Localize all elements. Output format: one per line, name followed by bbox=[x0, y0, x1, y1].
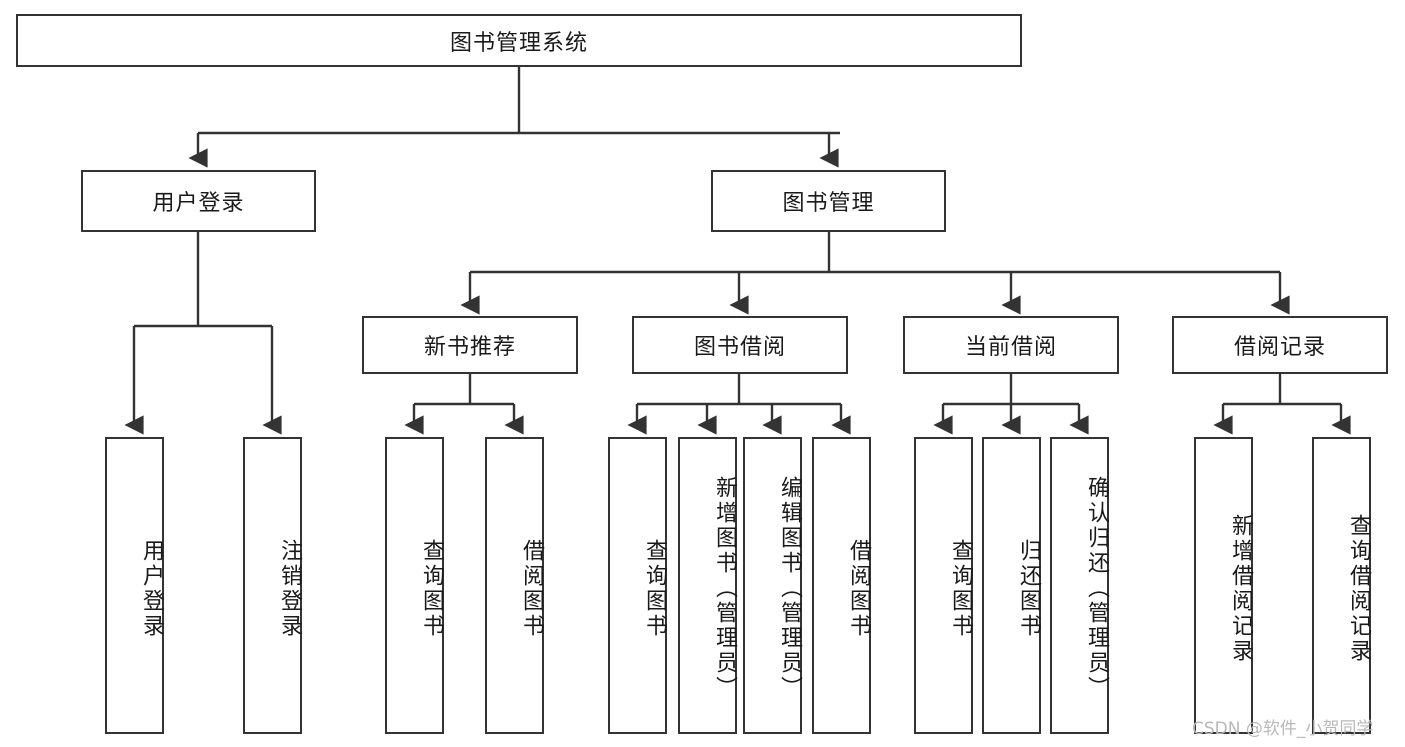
node-leaf-add-record[interactable]: 新增借阅记录 bbox=[1194, 437, 1253, 734]
node-leaf-return-book-label: 归还图书 bbox=[1016, 538, 1041, 639]
node-user-login[interactable]: 用户登录 bbox=[81, 170, 316, 232]
node-borrow-record-label: 借阅记录 bbox=[1233, 335, 1326, 360]
node-borrow-record[interactable]: 借阅记录 bbox=[1172, 316, 1388, 374]
node-root-label: 图书管理系统 bbox=[449, 30, 588, 56]
node-leaf-query-book-3[interactable]: 查询图书 bbox=[914, 437, 973, 734]
node-new-book-recommend-label: 新书推荐 bbox=[423, 335, 516, 360]
node-new-book-recommend[interactable]: 新书推荐 bbox=[362, 316, 578, 374]
node-leaf-query-book-1-label: 查询图书 bbox=[419, 538, 444, 639]
node-leaf-add-book[interactable]: 新增图书（管理员） bbox=[678, 437, 737, 734]
node-leaf-logout-login-label: 注销登录 bbox=[277, 538, 302, 639]
node-leaf-add-book-label: 新增图书（管理员） bbox=[712, 476, 737, 701]
node-current-borrow-label: 当前借阅 bbox=[964, 335, 1057, 360]
node-leaf-confirm-return[interactable]: 确认归还（管理员） bbox=[1050, 437, 1109, 734]
node-leaf-borrow-book-2-label: 借阅图书 bbox=[846, 538, 871, 639]
node-book-borrow[interactable]: 图书借阅 bbox=[632, 316, 848, 374]
node-leaf-edit-book-label: 编辑图书（管理员） bbox=[777, 476, 802, 701]
node-leaf-add-record-label: 新增借阅记录 bbox=[1228, 513, 1253, 664]
node-book-manage-label: 图书管理 bbox=[782, 191, 875, 216]
node-leaf-query-record-label: 查询借阅记录 bbox=[1346, 513, 1371, 664]
node-leaf-query-book-2[interactable]: 查询图书 bbox=[608, 437, 667, 734]
node-leaf-logout-login[interactable]: 注销登录 bbox=[243, 437, 302, 734]
node-leaf-user-login-label: 用户登录 bbox=[139, 538, 164, 639]
node-leaf-query-book-2-label: 查询图书 bbox=[642, 538, 667, 639]
node-leaf-confirm-return-label: 确认归还（管理员） bbox=[1084, 476, 1109, 701]
node-book-borrow-label: 图书借阅 bbox=[693, 335, 786, 360]
node-leaf-borrow-book-1-label: 借阅图书 bbox=[519, 538, 544, 639]
node-leaf-query-book-1[interactable]: 查询图书 bbox=[385, 437, 444, 734]
node-leaf-edit-book[interactable]: 编辑图书（管理员） bbox=[743, 437, 802, 734]
node-leaf-return-book[interactable]: 归还图书 bbox=[982, 437, 1041, 734]
node-leaf-query-book-3-label: 查询图书 bbox=[948, 538, 973, 639]
node-leaf-user-login[interactable]: 用户登录 bbox=[105, 437, 164, 734]
node-user-login-label: 用户登录 bbox=[152, 191, 245, 216]
node-book-manage[interactable]: 图书管理 bbox=[711, 170, 946, 232]
node-leaf-query-record[interactable]: 查询借阅记录 bbox=[1312, 437, 1371, 734]
node-root[interactable]: 图书管理系统 bbox=[16, 14, 1022, 67]
node-leaf-borrow-book-1[interactable]: 借阅图书 bbox=[485, 437, 544, 734]
node-current-borrow[interactable]: 当前借阅 bbox=[903, 316, 1119, 374]
node-leaf-borrow-book-2[interactable]: 借阅图书 bbox=[812, 437, 871, 734]
watermark-text: CSDN @软件_小贺同学 bbox=[1192, 719, 1374, 739]
